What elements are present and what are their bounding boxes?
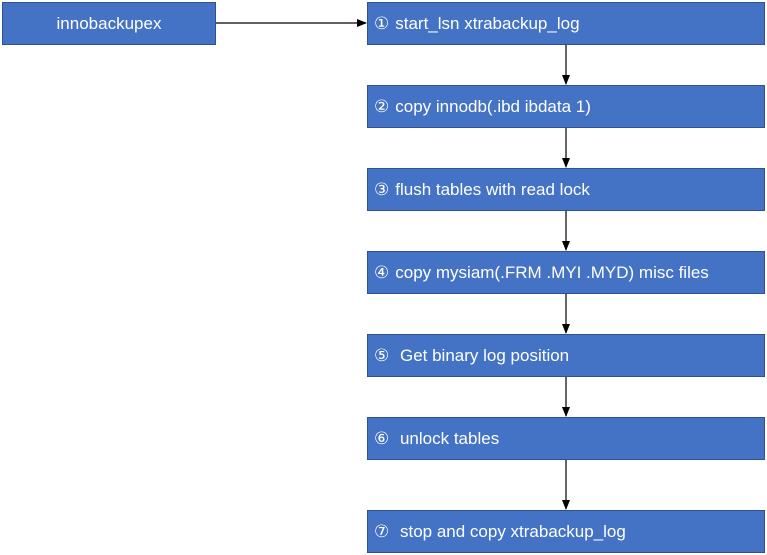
step-1-box: ① start_lsn xtrabackup_log [367,2,765,45]
step-5-number: ⑤ [374,346,390,365]
step-4-label: copy mysiam(.FRM .MYI .MYD) misc files [395,263,709,282]
step-3-number: ③ [374,180,390,199]
step-6-label: unlock tables [395,429,500,448]
step-3-box: ③ flush tables with read lock [367,168,765,211]
step-7-label: stop and copy xtrabackup_log [395,522,626,541]
step-7-box: ⑦ stop and copy xtrabackup_log [367,510,765,553]
step-7-number: ⑦ [374,522,390,541]
step-1-label: start_lsn xtrabackup_log [395,14,580,33]
step-4-box: ④ copy mysiam(.FRM .MYI .MYD) misc files [367,251,765,294]
step-5-box: ⑤ Get binary log position [367,334,765,377]
step-2-label: copy innodb(.ibd ibdata 1) [395,97,591,116]
step-6-box: ⑥ unlock tables [367,417,765,460]
step-6-number: ⑥ [374,429,390,448]
step-2-number: ② [374,97,390,116]
step-2-box: ② copy innodb(.ibd ibdata 1) [367,85,765,128]
step-5-label: Get binary log position [395,346,570,365]
step-4-number: ④ [374,263,390,282]
step-1-number: ① [374,14,390,33]
innobackupex-box: innobackupex [2,2,216,45]
innobackupex-label: innobackupex [56,14,162,33]
step-3-label: flush tables with read lock [395,180,590,199]
